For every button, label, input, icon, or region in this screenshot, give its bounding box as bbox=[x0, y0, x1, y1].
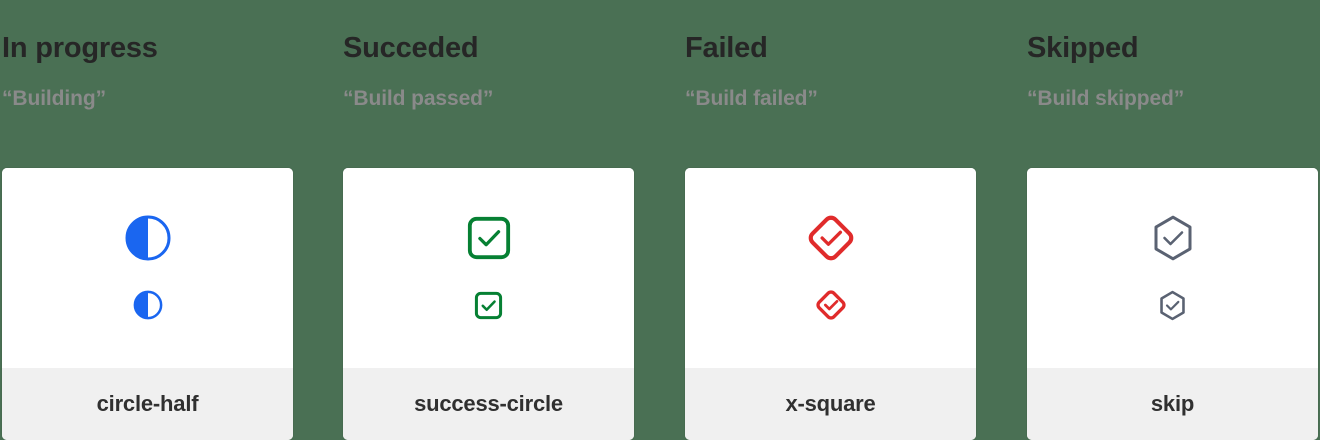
success-circle-icon bbox=[474, 291, 503, 320]
column-heading-failed: Failed “Build failed” bbox=[685, 0, 1015, 168]
circle-half-icon bbox=[124, 214, 172, 262]
column-title: In progress bbox=[2, 32, 158, 64]
column-title: Succeded bbox=[343, 32, 479, 64]
icon-card-footer: x-square bbox=[685, 368, 976, 440]
icon-preview-area bbox=[343, 168, 634, 368]
column-subtitle: “Build passed” bbox=[343, 87, 494, 110]
skip-icon-small-slot bbox=[1027, 290, 1318, 320]
column-subtitle: “Build skipped” bbox=[1027, 87, 1185, 110]
icon-name-label: skip bbox=[1150, 391, 1195, 416]
skip-icon bbox=[1157, 290, 1188, 321]
column-heading-in-progress: In progress “Building” bbox=[2, 0, 332, 168]
icon-card-circle-half[interactable]: circle-half bbox=[2, 168, 293, 440]
circle-half-icon-small-slot bbox=[2, 290, 293, 320]
skip-icon bbox=[1149, 214, 1197, 262]
x-square-icon-small-slot bbox=[685, 290, 976, 320]
circle-half-icon-large-slot bbox=[2, 214, 293, 262]
circle-half-icon bbox=[133, 290, 163, 320]
success-circle-icon bbox=[466, 215, 512, 261]
icon-name-label: circle-half bbox=[96, 391, 199, 416]
icon-card-x-square[interactable]: x-square bbox=[685, 168, 976, 440]
skip-icon-large-slot bbox=[1027, 214, 1318, 262]
column-subtitle: “Build failed” bbox=[685, 87, 818, 110]
x-square-icon bbox=[806, 213, 856, 263]
icon-preview-area bbox=[1027, 168, 1318, 368]
icon-name-label: x-square bbox=[785, 391, 876, 416]
icon-preview-area bbox=[2, 168, 293, 368]
success-circle-icon-large-slot bbox=[343, 214, 634, 262]
icon-card-footer: circle-half bbox=[2, 368, 293, 440]
x-square-icon bbox=[815, 289, 847, 321]
column-subtitle: “Building” bbox=[2, 87, 106, 110]
icon-card-footer: skip bbox=[1027, 368, 1318, 440]
column-heading-skipped: Skipped “Build skipped” bbox=[1027, 0, 1320, 168]
icon-card-footer: success-circle bbox=[343, 368, 634, 440]
column-title: Failed bbox=[685, 32, 768, 64]
icon-preview-area bbox=[685, 168, 976, 368]
column-title: Skipped bbox=[1027, 32, 1139, 64]
success-circle-icon-small-slot bbox=[343, 290, 634, 320]
icon-card-skip[interactable]: skip bbox=[1027, 168, 1318, 440]
x-square-icon-large-slot bbox=[685, 214, 976, 262]
column-heading-succeded: Succeded “Build passed” bbox=[343, 0, 673, 168]
column-headings: In progress “Building” Succeded “Build p… bbox=[0, 0, 1320, 168]
icon-card-success-circle[interactable]: success-circle bbox=[343, 168, 634, 440]
icon-name-label: success-circle bbox=[414, 391, 563, 416]
